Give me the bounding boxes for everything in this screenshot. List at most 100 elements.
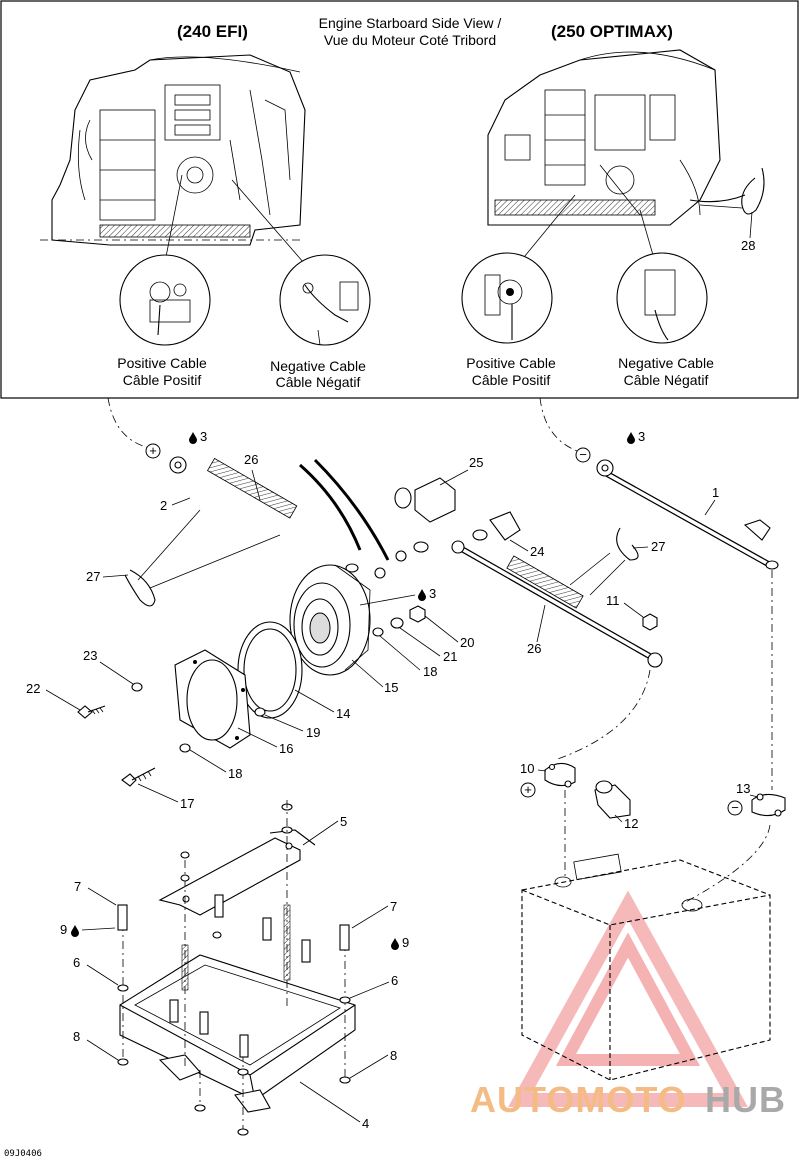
- part-label-8b: 8: [390, 1048, 397, 1063]
- part-label-6a: 6: [73, 955, 80, 970]
- chain-line-battery-negative: [679, 824, 771, 906]
- part-label-21: 21: [443, 649, 457, 664]
- battery: [521, 853, 771, 1081]
- chain-line-positive-lower: [554, 669, 651, 761]
- chain-line-positive: [107, 397, 151, 449]
- washer-19: [254, 707, 266, 717]
- part-label-15: 15: [384, 680, 398, 695]
- part-label-19: 19: [306, 725, 320, 740]
- right-model-label: (250 OPTIMAX): [551, 22, 673, 41]
- left-negative-label-en: Negative Cable: [270, 358, 366, 374]
- oil-drop-icon: [189, 432, 197, 444]
- part-label-13: 13: [736, 781, 750, 796]
- bracket-5: [158, 829, 316, 916]
- washer-23: [131, 682, 143, 692]
- svg-text:−: −: [731, 800, 739, 815]
- terminal-clamp-13: [751, 793, 786, 817]
- header-frame: [0, 0, 799, 399]
- right-negative-label-en: Negative Cable: [618, 355, 714, 371]
- watermark-text-1: AUTOMOTO: [470, 1079, 687, 1120]
- part-label-3c: 3: [429, 586, 436, 601]
- svg-text:−: −: [579, 447, 587, 462]
- engine-250optimax-drawing: [487, 49, 746, 263]
- hardware-18-21-20: [372, 605, 426, 637]
- battery-positive-symbol: +: [520, 782, 536, 798]
- terminal-clamp-10: [544, 762, 576, 788]
- part-label-14: 14: [336, 706, 350, 721]
- svg-text:+: +: [149, 443, 157, 458]
- part-label-7a: 7: [74, 879, 81, 894]
- tie-wrap-27-right: [569, 527, 639, 596]
- housing-15: [289, 564, 371, 676]
- tie-wrap-28: [741, 167, 765, 239]
- part-label-27a: 27: [86, 569, 100, 584]
- flange-16: [174, 649, 251, 749]
- header-title-line1: Engine Starboard Side View /: [319, 15, 502, 31]
- left-negative-label-fr: Câble Négatif: [276, 374, 361, 390]
- part-label-2: 2: [160, 498, 167, 513]
- negative-cable-1: [596, 459, 779, 570]
- left-model-label: (240 EFI): [177, 22, 248, 41]
- battery-negative-symbol: −: [727, 800, 743, 816]
- screw-17: [121, 767, 156, 787]
- right-positive-label-en: Positive Cable: [466, 355, 556, 371]
- right-positive-label-fr: Câble Positif: [472, 372, 551, 388]
- left-positive-label-fr: Câble Positif: [123, 372, 202, 388]
- part-label-20: 20: [460, 635, 474, 650]
- figure-code: 09J0406: [4, 1149, 42, 1159]
- oil-drop-icon: [627, 432, 635, 444]
- part-label-5: 5: [340, 814, 347, 829]
- positive-terminal-symbol: +: [145, 443, 161, 459]
- screw-22: [77, 705, 106, 719]
- detail-right-positive: [461, 252, 553, 344]
- part-label-16: 16: [279, 741, 293, 756]
- part-label-8a: 8: [73, 1029, 80, 1044]
- watermark-logo: AUTOMOTO HUB: [470, 890, 786, 1120]
- oil-drop-icon: [71, 925, 79, 937]
- part-label-3b: 3: [638, 429, 645, 444]
- part-label-25: 25: [469, 455, 483, 470]
- tray-hardware: [117, 800, 351, 1136]
- part-label-9b: 9: [402, 935, 409, 950]
- gasket-14: [237, 621, 303, 719]
- part-label-6b: 6: [391, 973, 398, 988]
- part-label-18b: 18: [228, 766, 242, 781]
- part-label-26a: 26: [244, 452, 258, 467]
- svg-text:+: +: [524, 782, 532, 797]
- part-label-18a: 18: [423, 664, 437, 679]
- positive-cable-2: [169, 456, 359, 573]
- part-label-24: 24: [530, 544, 544, 559]
- left-positive-label-en: Positive Cable: [117, 355, 207, 371]
- part-label-11: 11: [606, 593, 620, 608]
- black-wires: [299, 458, 407, 579]
- part-label-28: 28: [741, 238, 755, 253]
- oil-drop-icon: [391, 938, 399, 950]
- tie-wrap-27-left: [124, 509, 281, 607]
- header-title-line2: Vue du Moteur Coté Tribord: [324, 32, 496, 48]
- part-label-1: 1: [712, 485, 719, 500]
- part-label-26b: 26: [527, 641, 541, 656]
- battery-tray-4: [119, 954, 356, 1113]
- part-label-22: 22: [26, 681, 40, 696]
- cable-26-right: [451, 540, 663, 668]
- nut-11: [642, 613, 658, 631]
- part-label-9a: 9: [60, 922, 67, 937]
- part-label-4: 4: [362, 1116, 369, 1131]
- watermark-text-2: HUB: [705, 1079, 786, 1120]
- right-negative-label-fr: Câble Négatif: [624, 372, 709, 388]
- detail-left-negative: [279, 254, 371, 346]
- oil-drop-icon: [418, 589, 426, 601]
- detail-right-negative: [616, 252, 708, 344]
- part-label-12: 12: [624, 816, 638, 831]
- detail-left-positive: [119, 254, 211, 346]
- part-label-17: 17: [180, 796, 194, 811]
- part-label-23: 23: [83, 648, 97, 663]
- elbow-24: [472, 511, 521, 541]
- terminal-boot-12: [594, 780, 631, 819]
- engine-240efi-drawing: [40, 54, 311, 271]
- washer-18: [179, 743, 191, 753]
- part-label-10: 10: [520, 761, 534, 776]
- negative-terminal-symbol: −: [575, 447, 591, 463]
- part-label-27b: 27: [651, 539, 665, 554]
